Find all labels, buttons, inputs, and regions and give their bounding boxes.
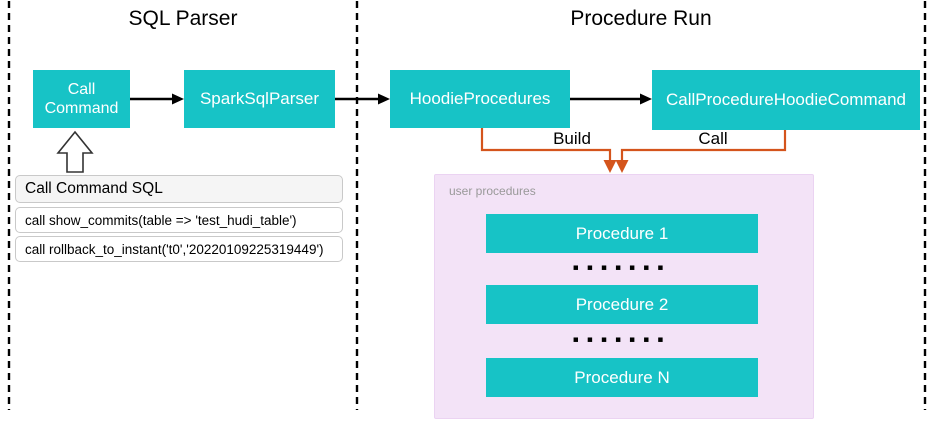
node-call-procedure-hoodie-command: CallProcedureHoodieCommand <box>652 70 920 130</box>
sql-panel-header: Call Command SQL <box>15 175 343 203</box>
ellipsis-dots: ▪▪▪▪▪▪▪ <box>572 263 672 273</box>
procedure-box-1: Procedure 1 <box>486 214 758 253</box>
procedure-box-2: Procedure 2 <box>486 285 758 324</box>
ellipsis-dots: ▪▪▪▪▪▪▪ <box>572 335 672 345</box>
sql-to-callcommand-block-arrow-icon <box>56 130 94 173</box>
section-title-procedure-run: Procedure Run <box>570 7 712 30</box>
node-spark-sql-parser: SparkSqlParser <box>184 70 335 128</box>
build-connector <box>480 128 617 173</box>
call-connector <box>615 130 787 173</box>
user-procedures-label: user procedures <box>449 184 536 198</box>
node-call-command: Call Command <box>33 70 130 128</box>
edge-label-build: Build <box>553 129 591 148</box>
sql-example-row: call show_commits(table => 'test_hudi_ta… <box>15 207 343 233</box>
arrow-callcommand-to-sparksqlparser <box>130 93 184 105</box>
procedure-box-n: Procedure N <box>486 358 758 397</box>
arrow-sparksqlparser-to-hoodieprocedures <box>335 93 390 105</box>
user-procedures-panel: user procedures Procedure 1 ▪▪▪▪▪▪▪ Proc… <box>434 174 814 419</box>
arrow-hoodieprocedures-to-callprocedurehoodiecommand <box>570 93 652 105</box>
node-hoodie-procedures: HoodieProcedures <box>390 70 570 128</box>
edge-label-call: Call <box>698 129 728 148</box>
sql-example-row: call rollback_to_instant('t0','202201092… <box>15 236 343 262</box>
section-title-sql-parser: SQL Parser <box>128 7 238 30</box>
